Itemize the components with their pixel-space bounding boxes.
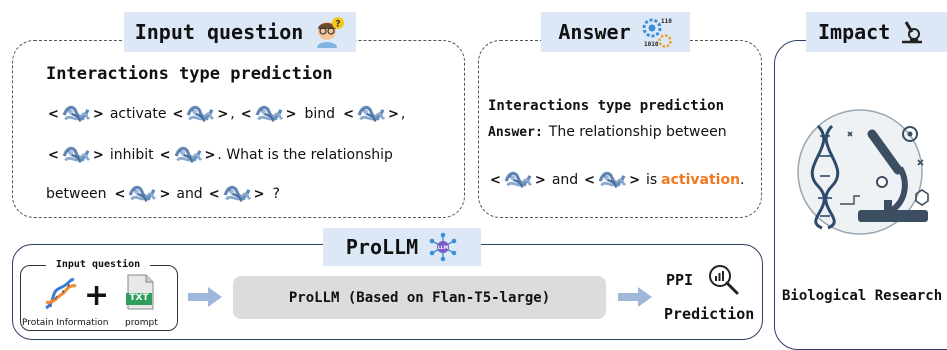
dna-microscope-illustration [797,109,929,235]
protein-icon [129,185,157,204]
word-what-is: . What is the relationship [217,147,393,163]
word-and: and [176,186,203,202]
impact-caption: Biological Research [782,288,943,304]
arrow-right-icon [618,287,652,307]
txt-file-icon [126,274,154,310]
answer-tag: Answer 110 1010 [541,12,690,52]
word-between: between [46,186,107,202]
model-box: ProLLM (Based on Flan-T5-large) [233,276,606,319]
output-ppi: PPI [666,271,694,289]
microscope-icon [902,21,923,44]
prompt-caption: prompt [125,318,158,328]
answer-heading: Interactions type prediction [488,98,725,114]
scientist-icon: ? [317,17,345,48]
input-question-tag: Input question ? [124,12,356,52]
word-question: ? [272,186,280,202]
arrow-right-icon [188,287,222,307]
protein-icon [186,105,215,124]
txt-file-label: TXT [129,293,149,303]
input-line-1: <> activate <>, <> bind <>, [46,100,405,128]
protein-icon [598,171,627,190]
answer-line-2: <> and <> is activation. [488,166,745,194]
protein-caption: Protain Information [22,318,109,328]
word-activate: activate [109,106,167,122]
model-box-label: ProLLM (Based on Flan-T5-large) [288,289,551,306]
answer-tag-label: Answer [558,20,631,44]
gear-binary-icon: 110 1010 [642,18,672,48]
prollm-tag-label: ProLLM [345,235,419,259]
network-icon: LLM [429,232,457,262]
input-line-2: <> inhibit <> . What is the relationship [46,141,393,169]
output-prediction: Prediction [664,305,755,323]
impact-tag: Impact [806,12,947,52]
answer-is: is [645,172,658,188]
plus-sign: + [84,278,110,313]
protein-icon [174,146,202,165]
answer-result: activation [661,172,741,188]
answer-label: Answer: [488,124,543,140]
word-inhibit: inhibit [109,147,154,163]
magnifier-chart-icon [709,265,739,295]
inner-input-tag: Input question [46,256,150,273]
prollm-tag: ProLLM LLM [323,228,481,266]
input-line-3: between <> and <> ? [46,180,280,208]
input-question-tag-label: Input question [134,20,304,44]
impact-tag-label: Impact [818,20,891,44]
input-heading: Interactions type prediction [46,64,333,84]
protein-icon [223,185,252,204]
word-bind: bind [304,106,336,122]
protein-icon [62,146,91,165]
svg-text:?: ? [336,20,341,30]
dna-icon [45,278,77,310]
answer-and: and [551,172,579,188]
answer-text: The relationship between [548,124,727,140]
svg-text:1010: 1010 [644,41,659,48]
svg-text:110: 110 [661,18,672,25]
answer-line-1: Answer: The relationship between [488,118,727,146]
protein-icon [504,171,533,190]
svg-text:LLM: LLM [438,245,449,251]
protein-icon [255,105,284,124]
protein-icon [62,105,91,124]
inner-input-tag-label: Input question [55,259,141,270]
protein-icon [357,105,386,124]
